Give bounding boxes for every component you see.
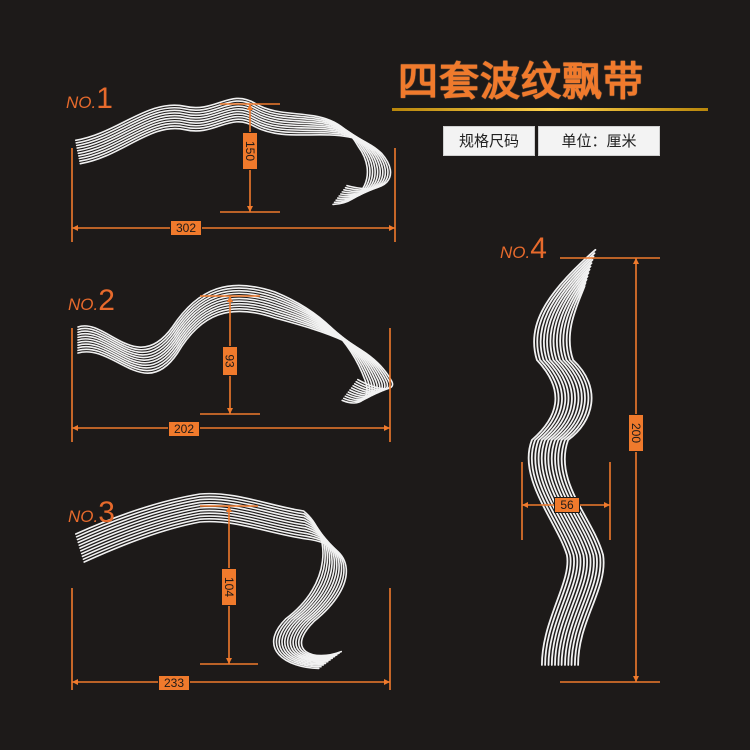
item-label-4: NO.4 xyxy=(500,232,547,266)
width-value-1: 302 xyxy=(170,220,202,236)
ribbon-stripe xyxy=(563,285,605,666)
ribbon-stripe xyxy=(547,268,591,666)
ribbon-stripe xyxy=(75,492,324,670)
ribbon-stripe xyxy=(75,100,371,204)
width-dimension-2-arrow-left xyxy=(72,425,78,431)
height-dimension-4-arrow-top xyxy=(633,258,639,264)
unit-label: 单位：厘米 xyxy=(538,126,660,156)
ribbon-stripe xyxy=(80,509,338,661)
ribbon-stripe xyxy=(79,506,336,662)
ribbon-stripe xyxy=(77,308,391,391)
item-prefix: NO. xyxy=(66,93,97,112)
height-dimension-2-arrow-bottom xyxy=(227,408,233,414)
item-label-1: NO.1 xyxy=(66,82,113,116)
width-value-4: 56 xyxy=(554,497,580,513)
ribbon-stripe xyxy=(79,121,392,190)
item-label-2: NO.2 xyxy=(68,284,115,318)
height-value-3: 104 xyxy=(221,568,237,606)
ribbon-stripe xyxy=(81,515,343,659)
ribbon-stripe xyxy=(82,518,345,658)
ribbon-stripe xyxy=(77,300,384,395)
item-label-3: NO.3 xyxy=(68,496,115,530)
height-text: 150 xyxy=(243,140,257,162)
ribbon-stripe xyxy=(76,108,379,198)
height-dimension-3-arrow-bottom xyxy=(226,658,232,664)
ribbon-stripe xyxy=(77,110,382,196)
ribbon-stripe xyxy=(557,278,598,666)
ribbon-artwork xyxy=(74,97,605,670)
height-value-2: 93 xyxy=(222,346,238,376)
height-value-1: 150 xyxy=(242,132,258,170)
ribbon-4 xyxy=(527,248,605,666)
item-number: 1 xyxy=(96,82,113,115)
ribbon-stripe xyxy=(554,275,595,666)
height-dimension-2-arrow-top xyxy=(227,296,233,302)
item-prefix: NO. xyxy=(500,243,531,262)
ribbon-stripe xyxy=(77,287,371,403)
height-text: 104 xyxy=(222,576,236,598)
ribbon-stripe xyxy=(540,262,593,666)
ribbon-stripe xyxy=(530,252,596,666)
height-dimension-4-arrow-bottom xyxy=(633,676,639,682)
height-text: 93 xyxy=(222,354,237,368)
ribbon-stripe xyxy=(75,102,374,202)
item-number: 4 xyxy=(530,232,547,265)
ribbon-1 xyxy=(74,97,392,206)
ribbon-stripe xyxy=(78,504,333,664)
height-value-4: 200 xyxy=(628,414,644,452)
title-underline xyxy=(392,108,708,111)
ribbon-stripe xyxy=(78,113,384,194)
ribbon-stripe xyxy=(77,310,394,390)
ribbon-stripe xyxy=(77,289,373,401)
ribbon-stripe xyxy=(75,495,326,668)
ribbon-stripe xyxy=(79,118,389,191)
ribbon-stripe xyxy=(537,258,594,666)
height-dimension-1-arrow-bottom xyxy=(247,206,253,212)
width-dimension-3-arrow-left xyxy=(72,679,78,685)
item-number: 2 xyxy=(98,284,115,317)
spec-label: 规格尺码 xyxy=(443,126,535,156)
ribbon-stripe xyxy=(77,295,378,398)
ribbon-3 xyxy=(75,492,348,670)
item-prefix: NO. xyxy=(68,295,99,314)
width-dimension-1-arrow-right xyxy=(389,225,395,231)
dimension-lines xyxy=(71,103,660,690)
height-text: 200 xyxy=(629,422,643,444)
ribbon-stripe xyxy=(550,272,592,666)
item-prefix: NO. xyxy=(68,507,99,526)
width-value-2: 202 xyxy=(168,421,200,437)
ribbon-stripe xyxy=(76,498,329,666)
ribbon-stripe xyxy=(560,282,602,666)
ribbon-stripe xyxy=(544,265,592,666)
ribbon-stripe xyxy=(527,248,597,666)
ribbon-stripe xyxy=(78,115,387,193)
ribbon-stripe xyxy=(77,284,368,404)
width-dimension-3-arrow-right xyxy=(384,679,390,685)
ribbon-stripe xyxy=(534,255,595,666)
width-dimension-2-arrow-right xyxy=(384,425,390,431)
ribbon-stripe xyxy=(77,501,331,665)
width-value-3: 233 xyxy=(158,675,190,691)
ribbon-stripe xyxy=(77,305,389,392)
ribbon-stripe xyxy=(80,512,340,660)
page-title: 四套波纹飘带 xyxy=(398,59,644,105)
ribbon-stripe xyxy=(83,520,348,657)
width-dimension-4-arrow-left xyxy=(522,502,528,508)
ribbon-stripe xyxy=(76,105,376,199)
ribbon-2 xyxy=(77,284,394,404)
ribbon-stripe xyxy=(77,302,386,394)
height-dimension-1-arrow-top xyxy=(247,104,253,110)
height-dimension-3-arrow-top xyxy=(226,506,232,512)
item-number: 3 xyxy=(98,496,115,529)
ribbon-stripe xyxy=(77,297,381,396)
width-dimension-1-arrow-left xyxy=(72,225,78,231)
width-dimension-4-arrow-right xyxy=(604,502,610,508)
